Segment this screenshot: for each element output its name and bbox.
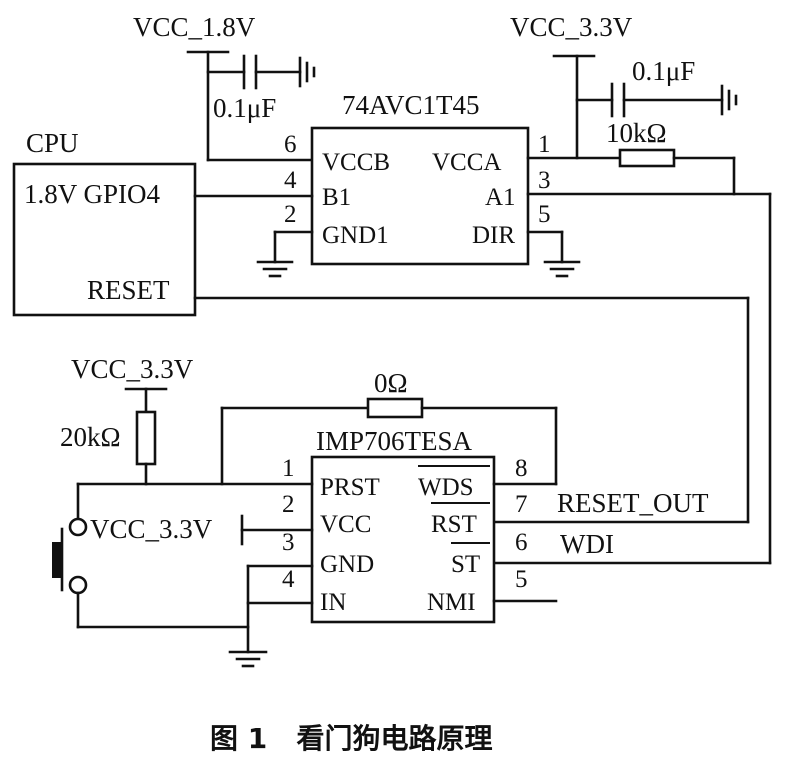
vcc33-pin-label: VCC_3.3V (90, 514, 213, 544)
cpu-gpio-label: 1.8V GPIO4 (24, 179, 161, 209)
supervisor-pin-name: IN (320, 589, 346, 616)
vcc33-left-label: VCC_3.3V (71, 354, 194, 384)
translator-pin-num: 4 (284, 167, 297, 194)
supervisor-pin-num: 7 (515, 491, 528, 518)
res-0ohm-label: 0Ω (374, 368, 408, 398)
vcc33-left-rail: VCC_3.3V 20kΩ (60, 354, 314, 486)
a1-wdi-net (492, 192, 772, 565)
supervisor-pin-num: 8 (515, 455, 528, 482)
supervisor-pin-num: 6 (515, 529, 528, 556)
res-0ohm: 0Ω (220, 368, 558, 486)
wdi-label: WDI (560, 529, 614, 559)
supervisor-pin-num: 1 (282, 455, 295, 482)
translator-pin-num: 6 (284, 131, 297, 158)
translator-pin-num: 2 (284, 201, 297, 228)
supervisor-pin-num: 2 (282, 491, 295, 518)
translator-pin-name: B1 (322, 184, 351, 211)
supervisor-pin-num: 4 (282, 566, 295, 593)
figure-caption: 图 1 看门狗电路原理 (210, 722, 492, 755)
cpu-title: CPU (26, 128, 79, 158)
supervisor-pin-name: VCC (320, 511, 371, 538)
reset-pushbutton (52, 482, 250, 629)
cap-right: 0.1μF (575, 56, 738, 118)
translator-pin-name: VCCB (322, 149, 390, 176)
vcc33-top-rail: VCC_3.3V (510, 12, 633, 160)
cpu-block: CPU 1.8V GPIO4 RESET (12, 128, 197, 317)
translator-pin-num: 5 (538, 201, 551, 228)
cpu-reset-label: RESET (87, 275, 170, 305)
supervisor-pin-name: PRST (320, 474, 380, 501)
translator-pin-num: 3 (538, 167, 551, 194)
cap-right-label: 0.1μF (632, 56, 695, 86)
vcc-pin-net: VCC_3.3V (90, 514, 314, 546)
reset-out-label: RESET_OUT (557, 488, 709, 518)
translator-pin-name: A1 (485, 184, 516, 211)
vcc18-label: VCC_1.8V (133, 12, 256, 42)
supervisor-pin-name: GND (320, 551, 374, 578)
supervisor-pin-name: NMI (427, 589, 476, 616)
translator-pin-name: GND1 (322, 222, 389, 249)
supervisor-part-label: IMP706TESA (316, 426, 473, 456)
translator-pin-num: 1 (538, 131, 551, 158)
vcc33-top-label: VCC_3.3V (510, 12, 633, 42)
cap-left-label: 0.1μF (213, 93, 276, 123)
supervisor-pin-name: WDS (418, 474, 474, 501)
supervisor-pin-num: 5 (515, 566, 528, 593)
res-10k-label: 10kΩ (606, 118, 667, 148)
res-20k-label: 20kΩ (60, 422, 121, 452)
cap-left: 0.1μF (206, 54, 316, 123)
supervisor-pin-name: ST (451, 551, 480, 578)
gnd-in-net (228, 564, 314, 668)
supervisor-chip: IMP706TESA 1 PRST 2 VCC 3 GND 4 IN 8 WDS… (282, 426, 528, 624)
supervisor-pin-name: RST (431, 511, 477, 538)
translator-pin-name: DIR (472, 222, 515, 249)
reset-net (193, 296, 750, 524)
translator-part-label: 74AVC1T45 (342, 90, 480, 120)
gnd1-wire (256, 230, 314, 278)
translator-pin-name: VCCA (432, 149, 501, 176)
res-10k: 10kΩ (606, 118, 736, 196)
dir-wire (526, 230, 581, 278)
translator-chip: 74AVC1T45 6 VCCB 4 B1 2 GND1 1 VCCA 3 A1… (284, 90, 551, 266)
supervisor-pin-num: 3 (282, 529, 295, 556)
vcc18-rail: VCC_1.8V (133, 12, 314, 162)
